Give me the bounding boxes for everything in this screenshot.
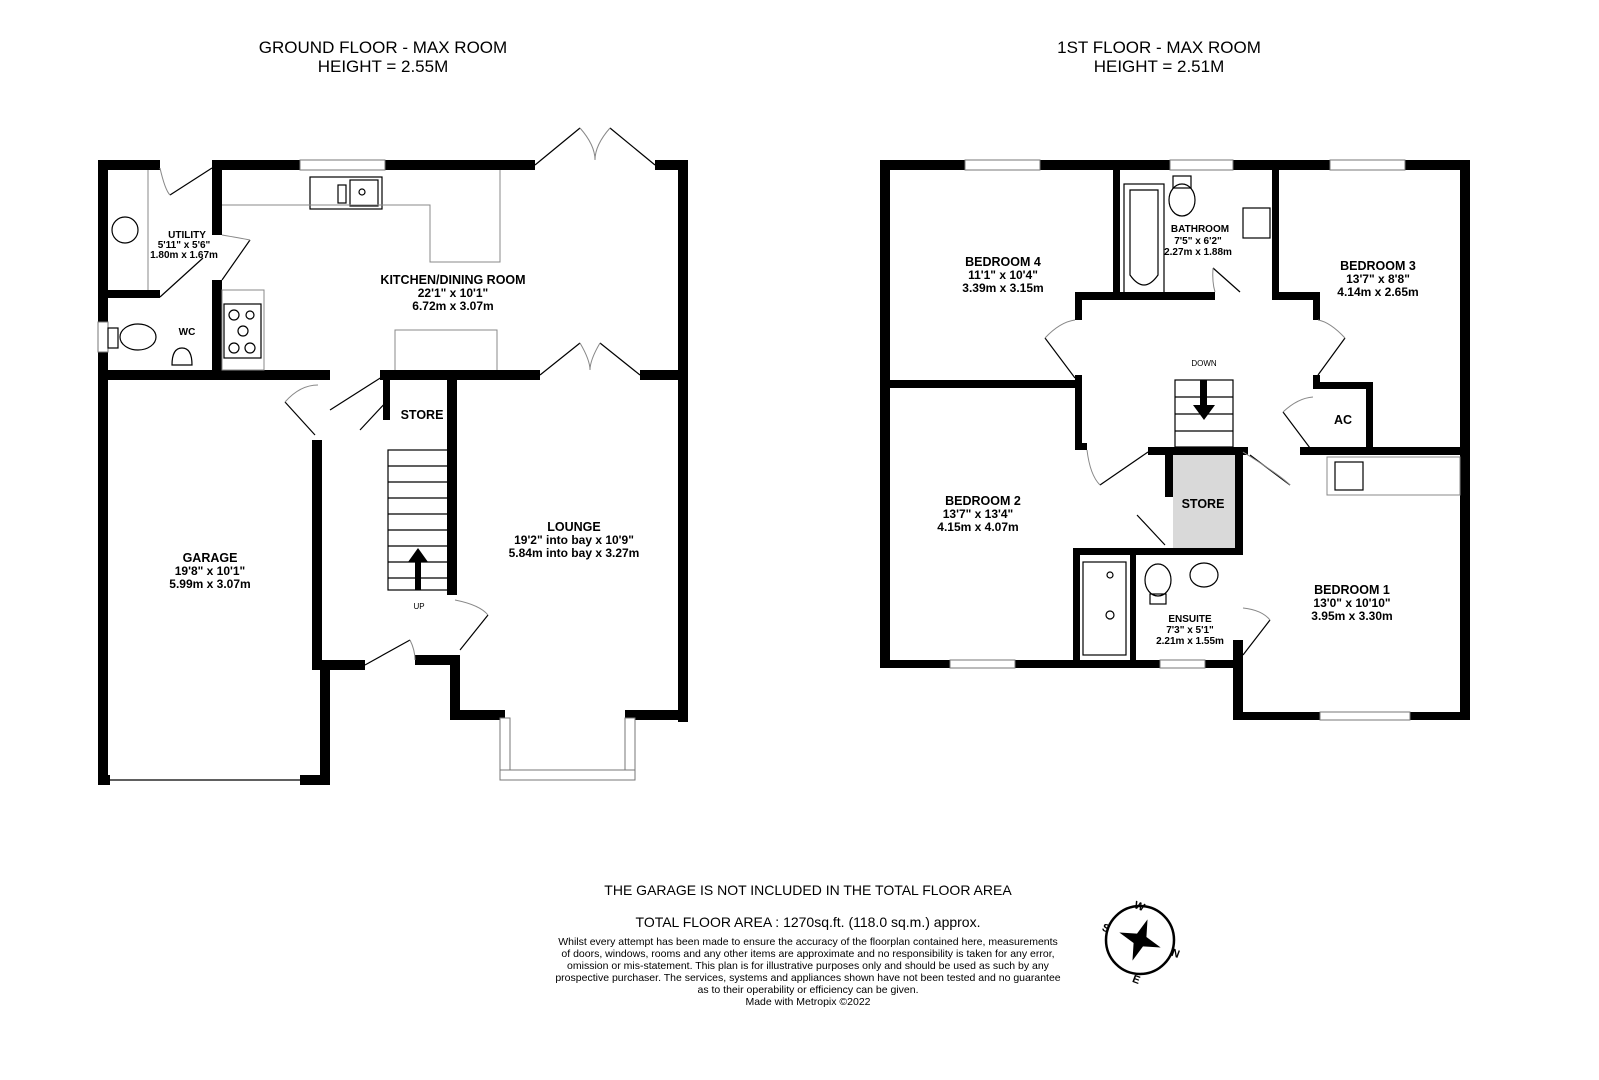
first-floor-labels: BEDROOM 4 11'1" x 10'4" 3.39m x 3.15m BA… <box>937 224 1418 647</box>
garage-note: THE GARAGE IS NOT INCLUDED IN THE TOTAL … <box>604 882 1012 898</box>
garage-metric: 5.99m x 3.07m <box>169 577 250 591</box>
stairs-up <box>387 449 449 591</box>
ensuite-basin-icon <box>1189 562 1219 588</box>
bedroom-1-imperial: 13'0" x 10'10" <box>1313 596 1390 610</box>
compass-n: N <box>1170 947 1182 961</box>
first-floor-title: 1ST FLOOR - MAX ROOM <box>1057 38 1261 57</box>
total-floor-area: TOTAL FLOOR AREA : 1270sq.ft. (118.0 sq.… <box>636 914 981 930</box>
washbasin-icon <box>1242 207 1271 239</box>
toilet-icon <box>1168 175 1196 217</box>
ensuite-toilet-icon <box>1144 563 1172 605</box>
room-wc: WC <box>179 327 196 338</box>
ground-floor-windows <box>97 159 636 781</box>
first-floor-fixtures <box>1082 175 1461 656</box>
compass-rose-icon: W N S E <box>1100 899 1181 987</box>
bedroom-3-metric: 4.14m x 2.65m <box>1337 285 1418 299</box>
ensuite-imperial: 7'3" x 5'1" <box>1166 625 1214 636</box>
made-with: Made with Metropix ©2022 <box>745 996 870 1008</box>
room-bedroom-2: BEDROOM 2 <box>945 494 1021 508</box>
disclaimer-line: prospective purchaser. The services, sys… <box>555 972 1060 984</box>
bedroom-1-metric: 3.95m x 3.30m <box>1311 609 1392 623</box>
room-bathroom: BATHROOM <box>1171 224 1229 235</box>
room-store: STORE <box>401 408 444 422</box>
toilet-icon <box>107 323 157 351</box>
sink-icon <box>309 176 383 210</box>
room-store-first: STORE <box>1182 497 1225 511</box>
first-floor-height: HEIGHT = 2.51M <box>1094 57 1225 76</box>
ground-floor-title: GROUND FLOOR - MAX ROOM <box>259 38 507 57</box>
kitchen-metric: 6.72m x 3.07m <box>412 299 493 313</box>
store-shaded <box>1173 455 1235 548</box>
stairs-up-label: UP <box>413 602 424 611</box>
room-kitchen: KITCHEN/DINING ROOM <box>380 273 525 287</box>
ground-floor-fixtures <box>107 170 501 591</box>
bathroom-imperial: 7'5" x 6'2" <box>1174 236 1222 247</box>
first-floor-doors <box>1044 267 1346 656</box>
clothes-icon <box>1334 461 1364 491</box>
arrow-down-icon <box>1193 405 1215 420</box>
disclaimer-line: as to their operability or efficiency ca… <box>697 984 918 996</box>
utility-metric: 1.80m x 1.67m <box>150 250 218 261</box>
disclaimer-line: Whilst every attempt has been made to en… <box>558 936 1058 948</box>
disclaimer-line: of doors, windows, rooms and any other i… <box>561 948 1054 960</box>
room-lounge: LOUNGE <box>547 520 600 534</box>
bedroom-2-imperial: 13'7" x 13'4" <box>943 507 1013 521</box>
basin-icon <box>171 347 193 366</box>
hob-icon <box>223 303 262 359</box>
shower-icon <box>1082 561 1127 656</box>
first-floor-plan: BEDROOM 4 11'1" x 10'4" 3.39m x 3.15m BA… <box>880 159 1470 721</box>
ground-floor-plan: UTILITY 5'11" x 5'6" 1.80m x 1.67m WC KI… <box>97 127 688 785</box>
room-ac: AC <box>1334 413 1352 427</box>
room-garage: GARAGE <box>183 551 238 565</box>
washbasin-icon <box>111 216 139 244</box>
room-bedroom-4: BEDROOM 4 <box>965 255 1041 269</box>
room-bedroom-3: BEDROOM 3 <box>1340 259 1416 273</box>
ground-floor-doors <box>159 127 656 666</box>
stairs-down-label: DOWN <box>1191 359 1217 368</box>
arrow-up-icon <box>408 548 428 562</box>
stairs-down <box>1174 379 1234 448</box>
lounge-metric: 5.84m into bay x 3.27m <box>509 546 640 560</box>
bathroom-metric: 2.27m x 1.88m <box>1164 247 1232 258</box>
bedroom-2-metric: 4.15m x 4.07m <box>937 520 1018 534</box>
garage-imperial: 19'8" x 10'1" <box>175 564 245 578</box>
disclaimer-line: omission or mis-statement. This plan is … <box>567 960 1050 972</box>
bedroom-4-metric: 3.39m x 3.15m <box>962 281 1043 295</box>
ground-floor-height: HEIGHT = 2.55M <box>318 57 449 76</box>
bedroom-3-imperial: 13'7" x 8'8" <box>1346 272 1410 286</box>
ground-floor-labels: UTILITY 5'11" x 5'6" 1.80m x 1.67m WC KI… <box>150 230 639 611</box>
ensuite-metric: 2.21m x 1.55m <box>1156 636 1224 647</box>
compass-s: S <box>1100 922 1111 936</box>
compass-w: W <box>1132 899 1146 914</box>
bedroom-4-imperial: 11'1" x 10'4" <box>968 268 1038 282</box>
room-ensuite: ENSUITE <box>1168 614 1212 625</box>
bathtub-icon <box>1123 183 1165 295</box>
first-floor-windows <box>949 159 1411 721</box>
compass-e: E <box>1131 973 1142 987</box>
utility-imperial: 5'11" x 5'6" <box>158 240 211 251</box>
kitchen-imperial: 22'1" x 10'1" <box>418 286 488 300</box>
lounge-imperial: 19'2" into bay x 10'9" <box>514 533 634 547</box>
room-bedroom-1: BEDROOM 1 <box>1314 583 1390 597</box>
room-utility: UTILITY <box>168 230 206 241</box>
